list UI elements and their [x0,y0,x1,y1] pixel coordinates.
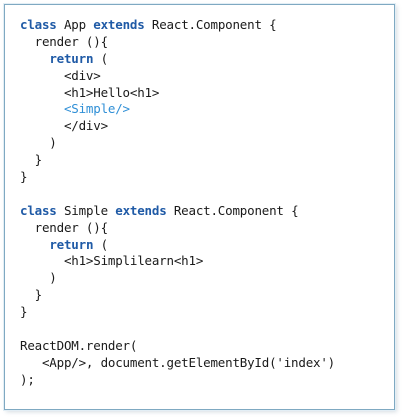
code-line: } [20,152,335,169]
code-text: } [20,287,43,303]
code-line: <Simple/> [20,101,335,118]
code-line: <h1>Hello<h1> [20,85,335,102]
code-snippet-panel: class App extends React.Component { rend… [4,4,395,410]
code-text: <h1>Simplilearn<h1> [20,253,204,269]
code-line [20,321,335,338]
code-line: <App/>, document.getElementById('index') [20,355,335,372]
code-text: React.Component { [166,202,299,218]
code-line [20,186,335,203]
code-text: } [20,304,28,320]
code-line: ); [20,372,335,389]
code-line: class App extends React.Component { [20,17,335,34]
code-keyword: class [20,17,57,32]
code-line: return ( [20,237,335,254]
code-text: ( [93,50,109,66]
code-keyword: return [49,236,94,252]
code-text: <h1>Hello<h1> [20,84,160,100]
code-text: } [20,169,28,185]
code-line: } [20,287,335,304]
code-text [20,237,49,252]
code-line: <h1>Simplilearn<h1> [20,253,335,270]
code-line: <div> [20,68,335,85]
code-text: ) [20,270,57,286]
code-line: </div> [20,118,335,135]
code-text: <App/>, document.getElementById('index') [20,354,336,370]
code-line: ) [20,270,335,287]
code-text: ReactDOM.render( [20,337,138,353]
code-text: render (){ [20,33,108,49]
code-line: ReactDOM.render( [20,338,335,355]
code-line: } [20,169,335,186]
code-text: ( [93,236,109,252]
code-line: ) [20,135,335,152]
code-line: class Simple extends React.Component { [20,203,335,220]
code-block: class App extends React.Component { rend… [20,17,335,389]
code-text: render (){ [20,219,108,235]
code-text: App [56,17,94,32]
code-keyword: return [49,50,94,66]
code-text: </div> [20,118,108,134]
code-line: render (){ [20,34,335,51]
code-text: ) [20,135,57,151]
code-keyword: extends [93,17,145,32]
code-line: return ( [20,51,335,68]
code-jsx-component: <Simple/> [20,101,130,117]
code-text: <div> [20,67,101,83]
code-text: ); [20,371,35,387]
code-text: Simple [56,202,116,218]
code-line: } [20,304,335,321]
code-line: render (){ [20,220,335,237]
code-text: } [20,152,43,168]
code-keyword: extends [115,202,167,218]
code-text [20,51,49,66]
code-keyword: class [20,202,57,218]
code-text: React.Component { [144,17,277,32]
